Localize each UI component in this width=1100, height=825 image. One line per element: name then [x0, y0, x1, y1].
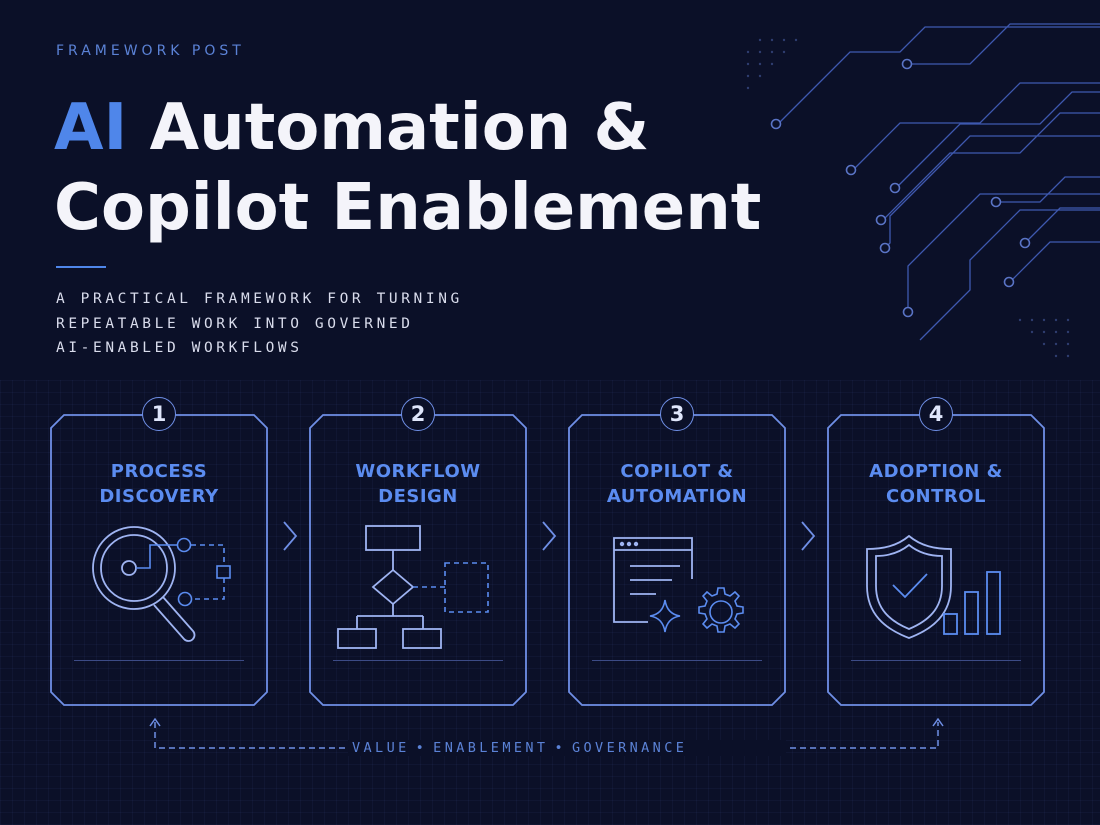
card-divider	[851, 660, 1021, 661]
step-card-workflow-design: 2 WORKFLOW DESIGN	[309, 397, 527, 706]
chevron-right-icon	[542, 521, 557, 551]
card-divider	[592, 660, 762, 661]
feedback-loop-connector	[149, 717, 944, 749]
card-frame	[50, 414, 268, 706]
card-frame	[827, 414, 1045, 706]
subtitle-line: AI-ENABLED WORKFLOWS	[56, 340, 303, 356]
loop-item-governance: GOVERNANCE	[571, 740, 688, 756]
title-line1-rest: Automation &	[127, 91, 650, 165]
step-title-line: CONTROL	[886, 486, 986, 507]
step-card-process-discovery: 1 PROCESS DISCOVERY	[50, 397, 268, 706]
chevron-right-icon	[283, 521, 298, 551]
card-divider	[74, 660, 244, 661]
loop-item-value: VALUE	[352, 740, 410, 756]
card-frame	[568, 414, 786, 706]
page-title: AI Automation & Copilot Enablement	[54, 88, 761, 248]
step-number-badge: 1	[142, 397, 176, 431]
flowchart-icon	[337, 525, 489, 649]
step-number-badge: 3	[660, 397, 694, 431]
step-title-line: AUTOMATION	[606, 486, 748, 507]
step-title: ADOPTION & CONTROL	[827, 459, 1045, 509]
eyebrow-label: FRAMEWORK POST	[56, 43, 245, 59]
browser-sparkle-gear-icon	[613, 537, 744, 633]
step-title: PROCESS DISCOVERY	[50, 459, 268, 509]
magnifier-process-icon	[92, 526, 231, 642]
step-number-badge: 2	[401, 397, 435, 431]
card-divider	[333, 660, 503, 661]
shield-check-bars-icon	[866, 534, 1001, 639]
step-title-line: COPILOT &	[620, 461, 734, 482]
circuit-decoration	[746, 23, 1100, 358]
loop-separator: •	[554, 740, 566, 756]
title-line2: Copilot Enablement	[54, 171, 762, 245]
loop-item-enablement: ENABLEMENT	[433, 740, 549, 756]
step-title-line: DESIGN	[378, 486, 458, 507]
step-card-adoption-control: 4 ADOPTION & CONTROL	[827, 397, 1045, 706]
card-frame	[309, 414, 527, 706]
step-number-badge: 4	[919, 397, 953, 431]
subtitle-line: REPEATABLE WORK INTO GOVERNED	[56, 315, 414, 332]
chevron-right-icon	[801, 521, 816, 551]
step-title: WORKFLOW DESIGN	[309, 459, 527, 509]
step-title-line: DISCOVERY	[99, 486, 219, 507]
step-title-line: PROCESS	[110, 461, 208, 482]
subtitle-line: A PRACTICAL FRAMEWORK FOR TURNING	[56, 291, 463, 307]
title-accent: AI	[54, 91, 128, 165]
step-title-line: ADOPTION &	[869, 461, 1003, 482]
step-title: COPILOT & AUTOMATION	[568, 459, 786, 509]
subtitle: A PRACTICAL FRAMEWORK FOR TURNING REPEAT…	[56, 287, 576, 361]
loop-label: VALUE • ENABLEMENT • GOVERNANCE	[348, 740, 786, 756]
title-divider	[56, 266, 106, 268]
step-card-copilot-automation: 3 COPILOT & AUTOMATION	[568, 397, 786, 706]
loop-separator: •	[415, 740, 428, 756]
step-title-line: WORKFLOW	[355, 461, 481, 482]
